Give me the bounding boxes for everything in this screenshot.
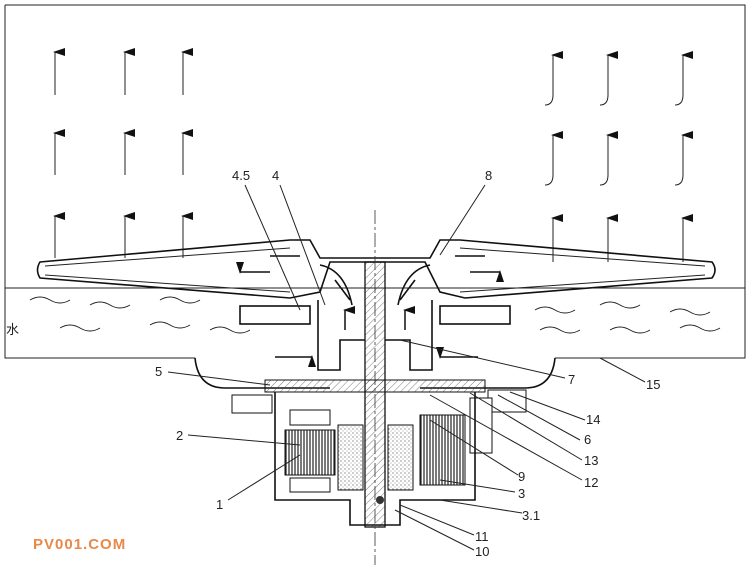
magnet-rotor-right [387, 424, 414, 491]
coil-bobbin-top [289, 409, 331, 426]
label-15: 15 [646, 377, 660, 392]
label-7: 7 [568, 372, 575, 387]
stator-coil-right [419, 414, 466, 486]
label-14: 14 [586, 412, 600, 427]
label-3: 3 [518, 486, 525, 501]
magnet-rotor-left [337, 424, 364, 491]
left-mount-block [231, 394, 273, 414]
label-2: 2 [176, 428, 183, 443]
label-5: 5 [155, 364, 162, 379]
label-10: 10 [475, 544, 489, 559]
impeller-disc [36, 239, 716, 299]
right-housing-part [469, 397, 493, 454]
label-3-1: 3.1 [522, 508, 540, 523]
stator-coil-left [284, 429, 336, 476]
swirl-flow-arrows [544, 51, 693, 262]
label-6: 6 [584, 432, 591, 447]
upward-flow-arrows [53, 48, 193, 258]
label-12: 12 [584, 475, 598, 490]
label-4: 4 [272, 168, 279, 183]
bearing-ball [376, 496, 384, 504]
label-water: 水 [6, 322, 19, 337]
label-9: 9 [518, 469, 525, 484]
label-1: 1 [216, 497, 223, 512]
right-mount-block [487, 389, 527, 413]
label-8: 8 [485, 168, 492, 183]
coil-bobbin-bottom [289, 477, 331, 493]
tank-outline [4, 4, 746, 359]
watermark: PV001.COM [33, 536, 127, 553]
impeller-blades [319, 264, 431, 306]
label-4-5: 4.5 [232, 168, 250, 183]
water-waves [29, 296, 721, 334]
label-13: 13 [584, 453, 598, 468]
seal-plate [264, 379, 486, 393]
leader-lines [167, 184, 646, 551]
label-11: 11 [475, 529, 489, 544]
mounting-bracket [194, 357, 556, 389]
motor-housing [274, 392, 476, 526]
